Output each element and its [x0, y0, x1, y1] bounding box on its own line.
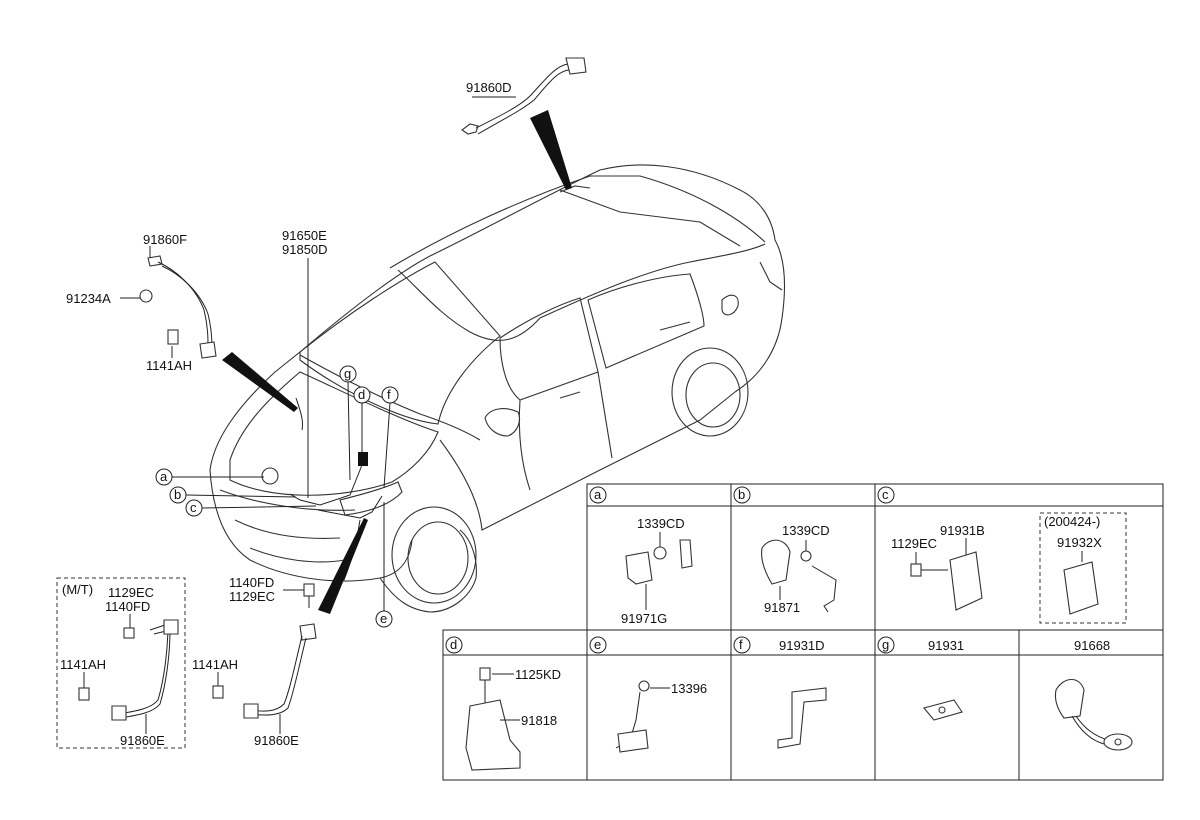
callout-91860D: 91860D [466, 80, 512, 95]
mt-callout-91860E: 91860E [120, 733, 165, 748]
letter-callout-a: a [155, 468, 264, 486]
svg-text:e: e [380, 611, 387, 626]
mt-callout-1129EC: 1129EC [108, 585, 154, 600]
panel-b-part-1339CD: 1339CD [782, 523, 830, 538]
letter-callout-b: b [169, 486, 297, 504]
svg-text:e: e [594, 637, 601, 652]
callout-91650E: 91650E [282, 228, 327, 243]
svg-text:g: g [882, 637, 889, 652]
panel-f: f 91931D [733, 636, 827, 749]
panel-d-part-91818: 91818 [521, 713, 557, 728]
callout-91234A: 91234A [66, 291, 111, 306]
pointer-arrow-roof [530, 110, 572, 190]
callout-91860E-mid: 91860E [254, 733, 299, 748]
svg-text:a: a [160, 469, 168, 484]
callout-91850D: 91850D [282, 242, 328, 257]
panel-a-part-91971G: 91971G [621, 611, 667, 626]
svg-text:c: c [882, 487, 889, 502]
panel-f-header-91931D: 91931D [779, 638, 825, 653]
cable-91860E: 1140FD 1129EC 1141AH 91860E [192, 575, 317, 748]
panel-a-part-1339CD: 1339CD [637, 516, 685, 531]
panel-c-part-91931B: 91931B [940, 523, 985, 538]
car-illustration [209, 164, 785, 613]
letter-callout-c: c [185, 499, 317, 517]
letter-callout-f: f [381, 386, 399, 489]
svg-text:d: d [358, 387, 365, 402]
harness-91860D [461, 57, 587, 135]
svg-text:f: f [387, 387, 391, 402]
panel-a: a 1339CD 91971G [589, 486, 693, 626]
mt-box-title: (M/T) [62, 582, 93, 597]
pointer-arrow-hood [222, 352, 298, 412]
letter-callout-e: e [375, 502, 393, 628]
svg-text:g: g [344, 366, 351, 381]
panel-c-inset-part-91932X: 91932X [1057, 535, 1102, 550]
letter-callout-g: g [339, 365, 357, 481]
parts-detail-table: a 1339CD 91971G b 1339CD 91871 c 1129EC [442, 483, 1164, 781]
pointer-arrow-mid [318, 518, 368, 614]
panel-c-inset-title: (200424-) [1044, 514, 1100, 529]
svg-text:a: a [594, 487, 602, 502]
svg-text:b: b [174, 487, 181, 502]
callout-1129EC: 1129EC [229, 589, 275, 604]
mt-callout-1140FD: 1140FD [105, 599, 150, 614]
callout-1141AH-top: 1141AH [146, 358, 192, 373]
panel-g-header-91931: 91931 [928, 638, 964, 653]
mt-variant-box: (M/T) 1129EC 1140FD 1141AH 91860E [56, 577, 186, 749]
panel-c: c 1129EC 91931B (200424-) 91932X [877, 486, 1127, 624]
panel-e: e 13396 [589, 636, 707, 753]
mt-callout-1141AH: 1141AH [60, 657, 106, 672]
panel-b-part-91871: 91871 [764, 600, 800, 615]
panel-d-part-1125KD: 1125KD [515, 667, 561, 682]
panel-b: b 1339CD 91871 [733, 486, 837, 615]
cable-91860F [139, 255, 217, 359]
svg-text:f: f [739, 637, 743, 652]
callout-91860F: 91860F [143, 232, 187, 247]
svg-text:c: c [190, 500, 197, 515]
panel-h: 91668 [1054, 638, 1133, 751]
panel-c-part-1129EC: 1129EC [891, 536, 937, 551]
callout-1141AH-mid: 1141AH [192, 657, 238, 672]
panel-g: g 91931 [877, 636, 964, 721]
letter-callout-d: d [353, 386, 371, 452]
callout-1140FD: 1140FD [229, 575, 274, 590]
panel-d: d 1125KD 91818 [445, 636, 561, 771]
panel-e-part-13396: 13396 [671, 681, 707, 696]
svg-text:d: d [450, 637, 457, 652]
panel-h-header-91668: 91668 [1074, 638, 1110, 653]
svg-text:b: b [738, 487, 745, 502]
